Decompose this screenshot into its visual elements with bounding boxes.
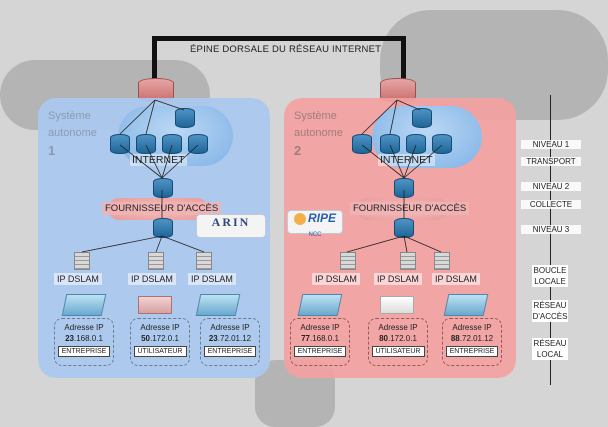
level-label-niveau-1: NIVEAU 1	[521, 140, 581, 149]
dslam-label: IP DSLAM	[432, 273, 480, 285]
building-icon	[195, 294, 241, 316]
router-icon	[175, 108, 195, 128]
arin-logo: ARIN	[196, 214, 266, 238]
router-icon	[162, 134, 182, 154]
router-icon	[153, 218, 173, 238]
router-icon	[394, 218, 414, 238]
dslam-label: IP DSLAM	[188, 273, 236, 285]
router-icon	[432, 134, 452, 154]
dslam-icon	[196, 252, 212, 270]
isp-label: FOURNISSEUR D'ACCÈS	[350, 202, 470, 215]
dslam-label: IP DSLAM	[374, 273, 422, 285]
router-icon	[406, 134, 426, 154]
ip-address-box: Adresse IP 80.172.0.1 UTILISATEUR	[368, 318, 428, 366]
router-icon	[380, 134, 400, 154]
dslam-label: IP DSLAM	[312, 273, 360, 285]
internet-label: INTERNET	[130, 154, 187, 166]
endpoint-type-badge: ENTREPRISE	[203, 346, 257, 357]
dslam-icon	[340, 252, 356, 270]
as-label: Système autonome 2	[294, 110, 343, 158]
building-icon	[61, 294, 107, 316]
backbone-label: ÉPINE DORSALE DU RÉSEAU INTERNET	[190, 44, 382, 55]
house-icon	[380, 296, 414, 314]
level-axis-line	[550, 95, 551, 385]
as-number: 1	[48, 143, 56, 158]
dslam-icon	[434, 252, 450, 270]
dslam-icon	[400, 252, 416, 270]
building-icon	[297, 294, 343, 316]
router-icon	[394, 178, 414, 198]
ripe-ncc-logo: RIPE NCC	[287, 210, 343, 238]
endpoint-type-badge: ENTREPRISE	[293, 346, 347, 357]
autonomous-system-1: Système autonome 1 INTERNET FOURNISSEUR …	[38, 98, 270, 378]
ip-address-box: Adresse IP 50.172.0.1 UTILISATEUR	[130, 318, 190, 366]
level-label-boucle-locale: BOUCLE LOCALE	[532, 265, 568, 287]
level-label-niveau-3: NIVEAU 3	[521, 225, 581, 234]
ip-address-box: Adresse IP 88.72.01.12 ENTREPRISE	[442, 318, 502, 366]
ip-address-box: Adresse IP 23.72.01.12 ENTREPRISE	[200, 318, 260, 366]
ripe-globe-icon	[293, 212, 306, 225]
level-label-transport: TRANSPORT	[521, 157, 581, 166]
house-icon	[138, 296, 172, 314]
endpoint-type-badge: UTILISATEUR	[371, 346, 425, 357]
internet-label: INTERNET	[378, 154, 435, 166]
ip-address-box: Adresse IP 23.168.0.1 ENTREPRISE	[54, 318, 114, 366]
endpoint-type-badge: UTILISATEUR	[133, 346, 187, 357]
level-label-niveau-2: NIVEAU 2	[521, 182, 581, 191]
endpoint-type-badge: ENTREPRISE	[445, 346, 499, 357]
router-icon	[136, 134, 156, 154]
dslam-icon	[148, 252, 164, 270]
router-icon	[352, 134, 372, 154]
as-label: Système autonome 1	[48, 110, 97, 158]
router-icon	[153, 178, 173, 198]
router-icon	[188, 134, 208, 154]
router-icon	[110, 134, 130, 154]
dslam-label: IP DSLAM	[54, 273, 102, 285]
level-label-collecte: COLLECTE	[521, 200, 581, 209]
router-icon	[412, 108, 432, 128]
as-number: 2	[294, 143, 302, 158]
backbone-line	[152, 36, 406, 81]
dslam-icon	[74, 252, 90, 270]
ip-address-box: Adresse IP 77.168.0.1 ENTREPRISE	[290, 318, 350, 366]
dslam-label: IP DSLAM	[128, 273, 176, 285]
building-icon	[443, 294, 489, 316]
level-label-reseau-local: RÉSEAU LOCAL	[532, 338, 568, 360]
level-label-reseau-acces: RÉSEAU D'ACCÈS	[532, 300, 568, 322]
endpoint-type-badge: ENTREPRISE	[57, 346, 111, 357]
